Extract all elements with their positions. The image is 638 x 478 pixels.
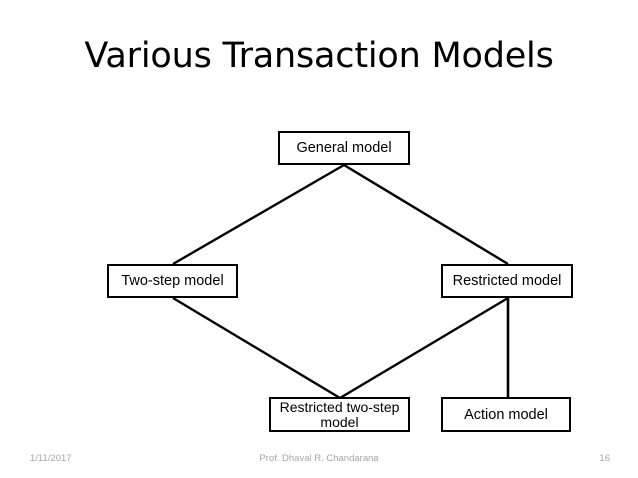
node-restricted-two-step-model-label: Restricted two-step model (279, 398, 400, 430)
edge-general-to-two-step (172, 163, 345, 266)
node-general-model-label: General model (296, 140, 392, 156)
node-restricted-two-step-model[interactable]: Restricted two-step model (269, 397, 410, 432)
node-restricted-model[interactable]: Restricted model (441, 264, 573, 298)
footer-date: 1/11/2017 (30, 453, 72, 464)
node-two-step-model-label: Two-step model (121, 273, 224, 289)
footer-page-number: 16 (599, 453, 610, 464)
node-two-step-model[interactable]: Two-step model (107, 264, 238, 298)
page-title: Various Transaction Models (84, 36, 554, 76)
footer-author: Prof. Dhaval R. Chandarana (259, 453, 379, 464)
node-action-model[interactable]: Action model (441, 397, 571, 432)
node-restricted-model-label: Restricted model (452, 273, 562, 289)
slide-footer: 1/11/2017 Prof. Dhaval R. Chandarana 16 (0, 444, 638, 478)
edge-two-step-to-restricted-two-step (172, 296, 341, 400)
edge-restricted-to-restricted-two-step (339, 296, 509, 400)
node-action-model-label: Action model (464, 406, 548, 423)
edge-general-to-restricted (343, 163, 509, 266)
node-general-model[interactable]: General model (278, 131, 410, 165)
